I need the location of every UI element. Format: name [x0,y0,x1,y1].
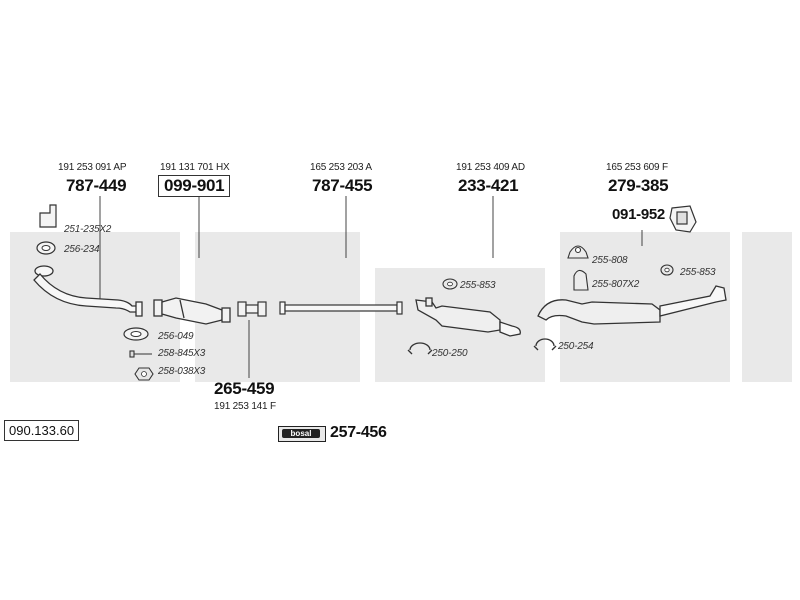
oem-number-centre-silencer: 191 253 409 AD [456,162,525,173]
oem-number-front-pipe: 191 253 091 AP [58,162,127,173]
sub-part-255-853-centre[interactable]: 255-853 [460,280,496,291]
oem-number-rear-silencer: 165 253 609 F [606,162,668,173]
sub-part-256-234[interactable]: 256-234 [64,244,100,255]
part-number-mounting-paste[interactable]: 257-456 [330,424,387,441]
part-number-fitting-kit[interactable]: 091-952 [612,206,665,223]
part-number-clamp[interactable]: 265-459 [214,379,275,398]
part-number-catalyst[interactable]: 099-901 [158,175,231,197]
sub-part-258-845x3[interactable]: 258-845X3 [158,348,206,359]
part-number-middle-pipe[interactable]: 787-455 [312,176,373,195]
bosal-logo-badge: bosal [278,426,326,442]
sub-part-255-853-rear[interactable]: 255-853 [680,267,716,278]
part-number-centre-silencer[interactable]: 233-421 [458,176,519,195]
oem-number-catalyst: 191 131 701 HX [160,162,230,173]
sub-part-251-235x2[interactable]: 251-235X2 [64,224,112,235]
part-number-front-pipe[interactable]: 787-449 [66,176,127,195]
oem-number-clamp: 191 253 141 F [214,401,276,412]
watermark-band-5 [742,232,792,382]
bosal-logo-text: bosal [282,429,320,438]
oem-number-middle-pipe: 165 253 203 A [310,162,372,173]
sub-part-250-254[interactable]: 250-254 [558,341,594,352]
diagram-code: 090.133.60 [4,420,80,441]
sub-part-255-808[interactable]: 255-808 [592,255,628,266]
sub-part-250-250[interactable]: 250-250 [432,348,468,359]
part-number-rear-silencer[interactable]: 279-385 [608,176,669,195]
sub-part-258-038x3[interactable]: 258-038X3 [158,366,206,377]
sub-part-255-807x2[interactable]: 255-807X2 [592,279,640,290]
sub-part-256-049[interactable]: 256-049 [158,331,194,342]
